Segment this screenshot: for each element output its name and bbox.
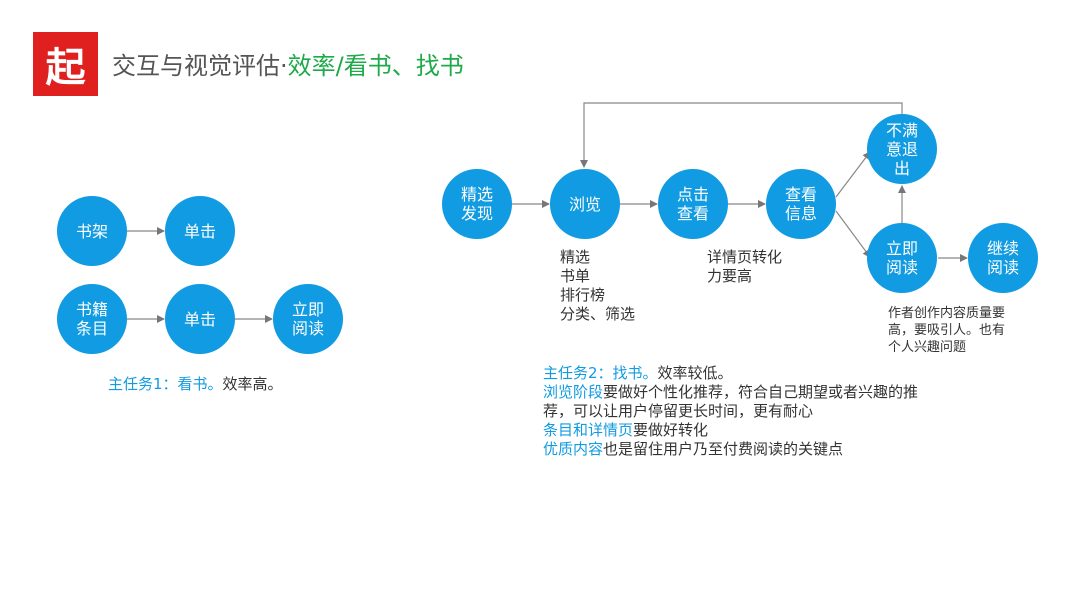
summary-line-5-highlight: 优质内容 bbox=[543, 440, 604, 458]
task1-caption-rest: 效率高。 bbox=[222, 375, 283, 393]
arrow-unsatisfied-browse bbox=[580, 102, 903, 168]
task1-caption-highlight: 主任务1：看书。 bbox=[108, 375, 223, 393]
summary-line-3: 荐，可以让用户停留更长时间，更有耐心 bbox=[543, 402, 814, 420]
title-prefix: 交互与视觉评估· bbox=[112, 52, 288, 80]
node-book-item: 书籍 条目 bbox=[57, 284, 127, 354]
task2-summary: 主任务2：找书。效率较低。 浏览阶段要做好个性化推荐，符合自己期望或者兴趣的推 … bbox=[543, 364, 918, 459]
node-discover: 精选 发现 bbox=[442, 169, 512, 239]
summary-line-4-highlight: 条目和详情页 bbox=[543, 421, 634, 439]
summary-line-4-rest: 要做好转化 bbox=[633, 421, 709, 439]
summary-line-5-rest: 也是留住用户乃至付费阅读的关键点 bbox=[603, 440, 844, 458]
summary-line-1-highlight: 主任务2：找书。 bbox=[543, 364, 658, 382]
summary-line-1-rest: 效率较低。 bbox=[657, 364, 733, 382]
node-browse: 浏览 bbox=[550, 169, 620, 239]
browse-note: 精选 书单 排行榜 分类、筛选 bbox=[560, 248, 636, 323]
node-bookshelf: 书架 bbox=[57, 196, 127, 266]
summary-line-5: 优质内容也是留住用户乃至付费阅读的关键点 bbox=[543, 440, 918, 459]
quality-note: 作者创作内容质量要 高，要吸引人。也有 个人兴趣问题 bbox=[888, 306, 1006, 355]
summary-line-4: 条目和详情页要做好转化 bbox=[543, 421, 918, 440]
task1-caption: 主任务1：看书。效率高。 bbox=[108, 375, 283, 394]
node-unsatisfied-exit: 不满 意退 出 bbox=[867, 114, 937, 184]
node-click-view: 点击 查看 bbox=[658, 169, 728, 239]
title-accent: 效率/看书、找书 bbox=[287, 52, 464, 80]
arrow-viewinfo-unsatisfied bbox=[835, 151, 871, 198]
node-read-now-2: 立即 阅读 bbox=[867, 223, 937, 293]
summary-line-2-rest: 要做好个性化推荐，符合自己期望或者兴趣的推 bbox=[603, 383, 919, 401]
page-title: 交互与视觉评估·效率/看书、找书 bbox=[112, 46, 464, 81]
summary-line-2: 浏览阶段要做好个性化推荐，符合自己期望或者兴趣的推 bbox=[543, 383, 918, 402]
node-click-1: 单击 bbox=[165, 196, 235, 266]
summary-line-1: 主任务2：找书。效率较低。 bbox=[543, 364, 918, 383]
detail-note: 详情页转化 力要高 bbox=[707, 248, 783, 285]
node-view-info: 查看 信息 bbox=[766, 169, 836, 239]
arrow-viewinfo-readnow bbox=[835, 210, 871, 258]
summary-line-2-highlight: 浏览阶段 bbox=[543, 383, 604, 401]
node-read-now-1: 立即 阅读 bbox=[273, 284, 343, 354]
logo: 起 bbox=[33, 32, 98, 96]
node-click-2: 单击 bbox=[165, 284, 235, 354]
node-continue-read: 继续 阅读 bbox=[968, 223, 1038, 293]
